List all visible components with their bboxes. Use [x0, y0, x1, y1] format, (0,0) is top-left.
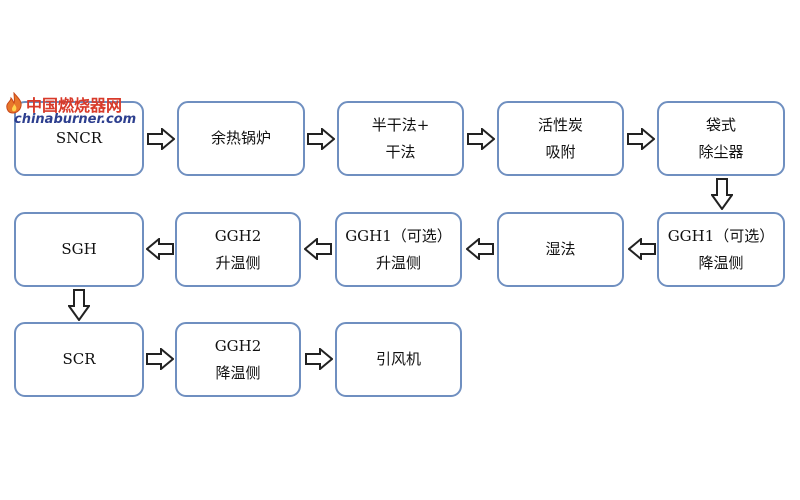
node-ggh1-heating-side: GGH1（可选） 升温侧 — [335, 212, 462, 287]
arrow-left-icon — [146, 238, 174, 260]
watermark-cn-text: 中国燃烧器网 — [26, 96, 123, 115]
node-label-1: 活性炭 — [537, 115, 583, 134]
arrow-right-icon — [146, 348, 174, 370]
arrow-down-icon — [68, 289, 90, 321]
arrow-left-icon — [628, 238, 656, 260]
node-ggh2-heating-side: GGH2 升温侧 — [175, 212, 301, 287]
flame-icon — [6, 92, 22, 114]
node-scr: SCR — [14, 322, 144, 397]
node-label-2: 升温侧 — [375, 253, 421, 272]
node-label-2: 干法 — [385, 142, 416, 161]
node-label: 余热锅炉 — [210, 129, 271, 147]
node-wet-method: 湿法 — [497, 212, 624, 287]
node-label-2: 升温侧 — [215, 253, 261, 272]
node-label-1: GGH2 — [214, 336, 262, 355]
node-label-1: GGH1（可选） — [345, 226, 452, 245]
node-label: SGH — [61, 240, 97, 258]
node-ggh1-cooling-side: GGH1（可选） 降温侧 — [657, 212, 785, 287]
arrow-down-icon — [711, 178, 733, 210]
arrow-right-icon — [627, 128, 655, 150]
arrow-left-icon — [304, 238, 332, 260]
node-bag-filter: 袋式 除尘器 — [657, 101, 785, 176]
node-label-1: GGH1（可选） — [667, 226, 775, 245]
node-ggh2-cooling-side: GGH2 降温侧 — [175, 322, 301, 397]
arrow-right-icon — [467, 128, 495, 150]
node-label-2: 降温侧 — [698, 253, 744, 272]
node-label-2: 除尘器 — [698, 142, 744, 161]
arrow-right-icon — [305, 348, 333, 370]
node-label: SCR — [62, 350, 96, 368]
watermark-logo: 中国燃烧器网 chinaburner.com — [4, 92, 154, 132]
arrow-left-icon — [466, 238, 494, 260]
node-sgh: SGH — [14, 212, 144, 287]
node-label: SNCR — [55, 129, 103, 147]
node-induced-draft-fan: 引风机 — [335, 322, 462, 397]
node-label: 引风机 — [375, 350, 421, 368]
node-semi-dry-dry: 半干法+ 干法 — [337, 101, 464, 176]
node-label: 湿法 — [545, 240, 576, 258]
node-label-1: GGH2 — [214, 226, 262, 245]
node-label-1: 半干法+ — [371, 115, 430, 134]
node-label-2: 吸附 — [545, 142, 576, 161]
arrow-right-icon — [147, 128, 175, 150]
node-label-2: 降温侧 — [215, 363, 261, 382]
watermark-domain-text: chinaburner.com — [14, 112, 137, 127]
arrow-right-icon — [307, 128, 335, 150]
node-activated-carbon: 活性炭 吸附 — [497, 101, 624, 176]
node-label-1: 袋式 — [705, 115, 736, 134]
node-waste-heat-boiler: 余热锅炉 — [177, 101, 305, 176]
node-sncr: SNCR — [14, 101, 144, 176]
